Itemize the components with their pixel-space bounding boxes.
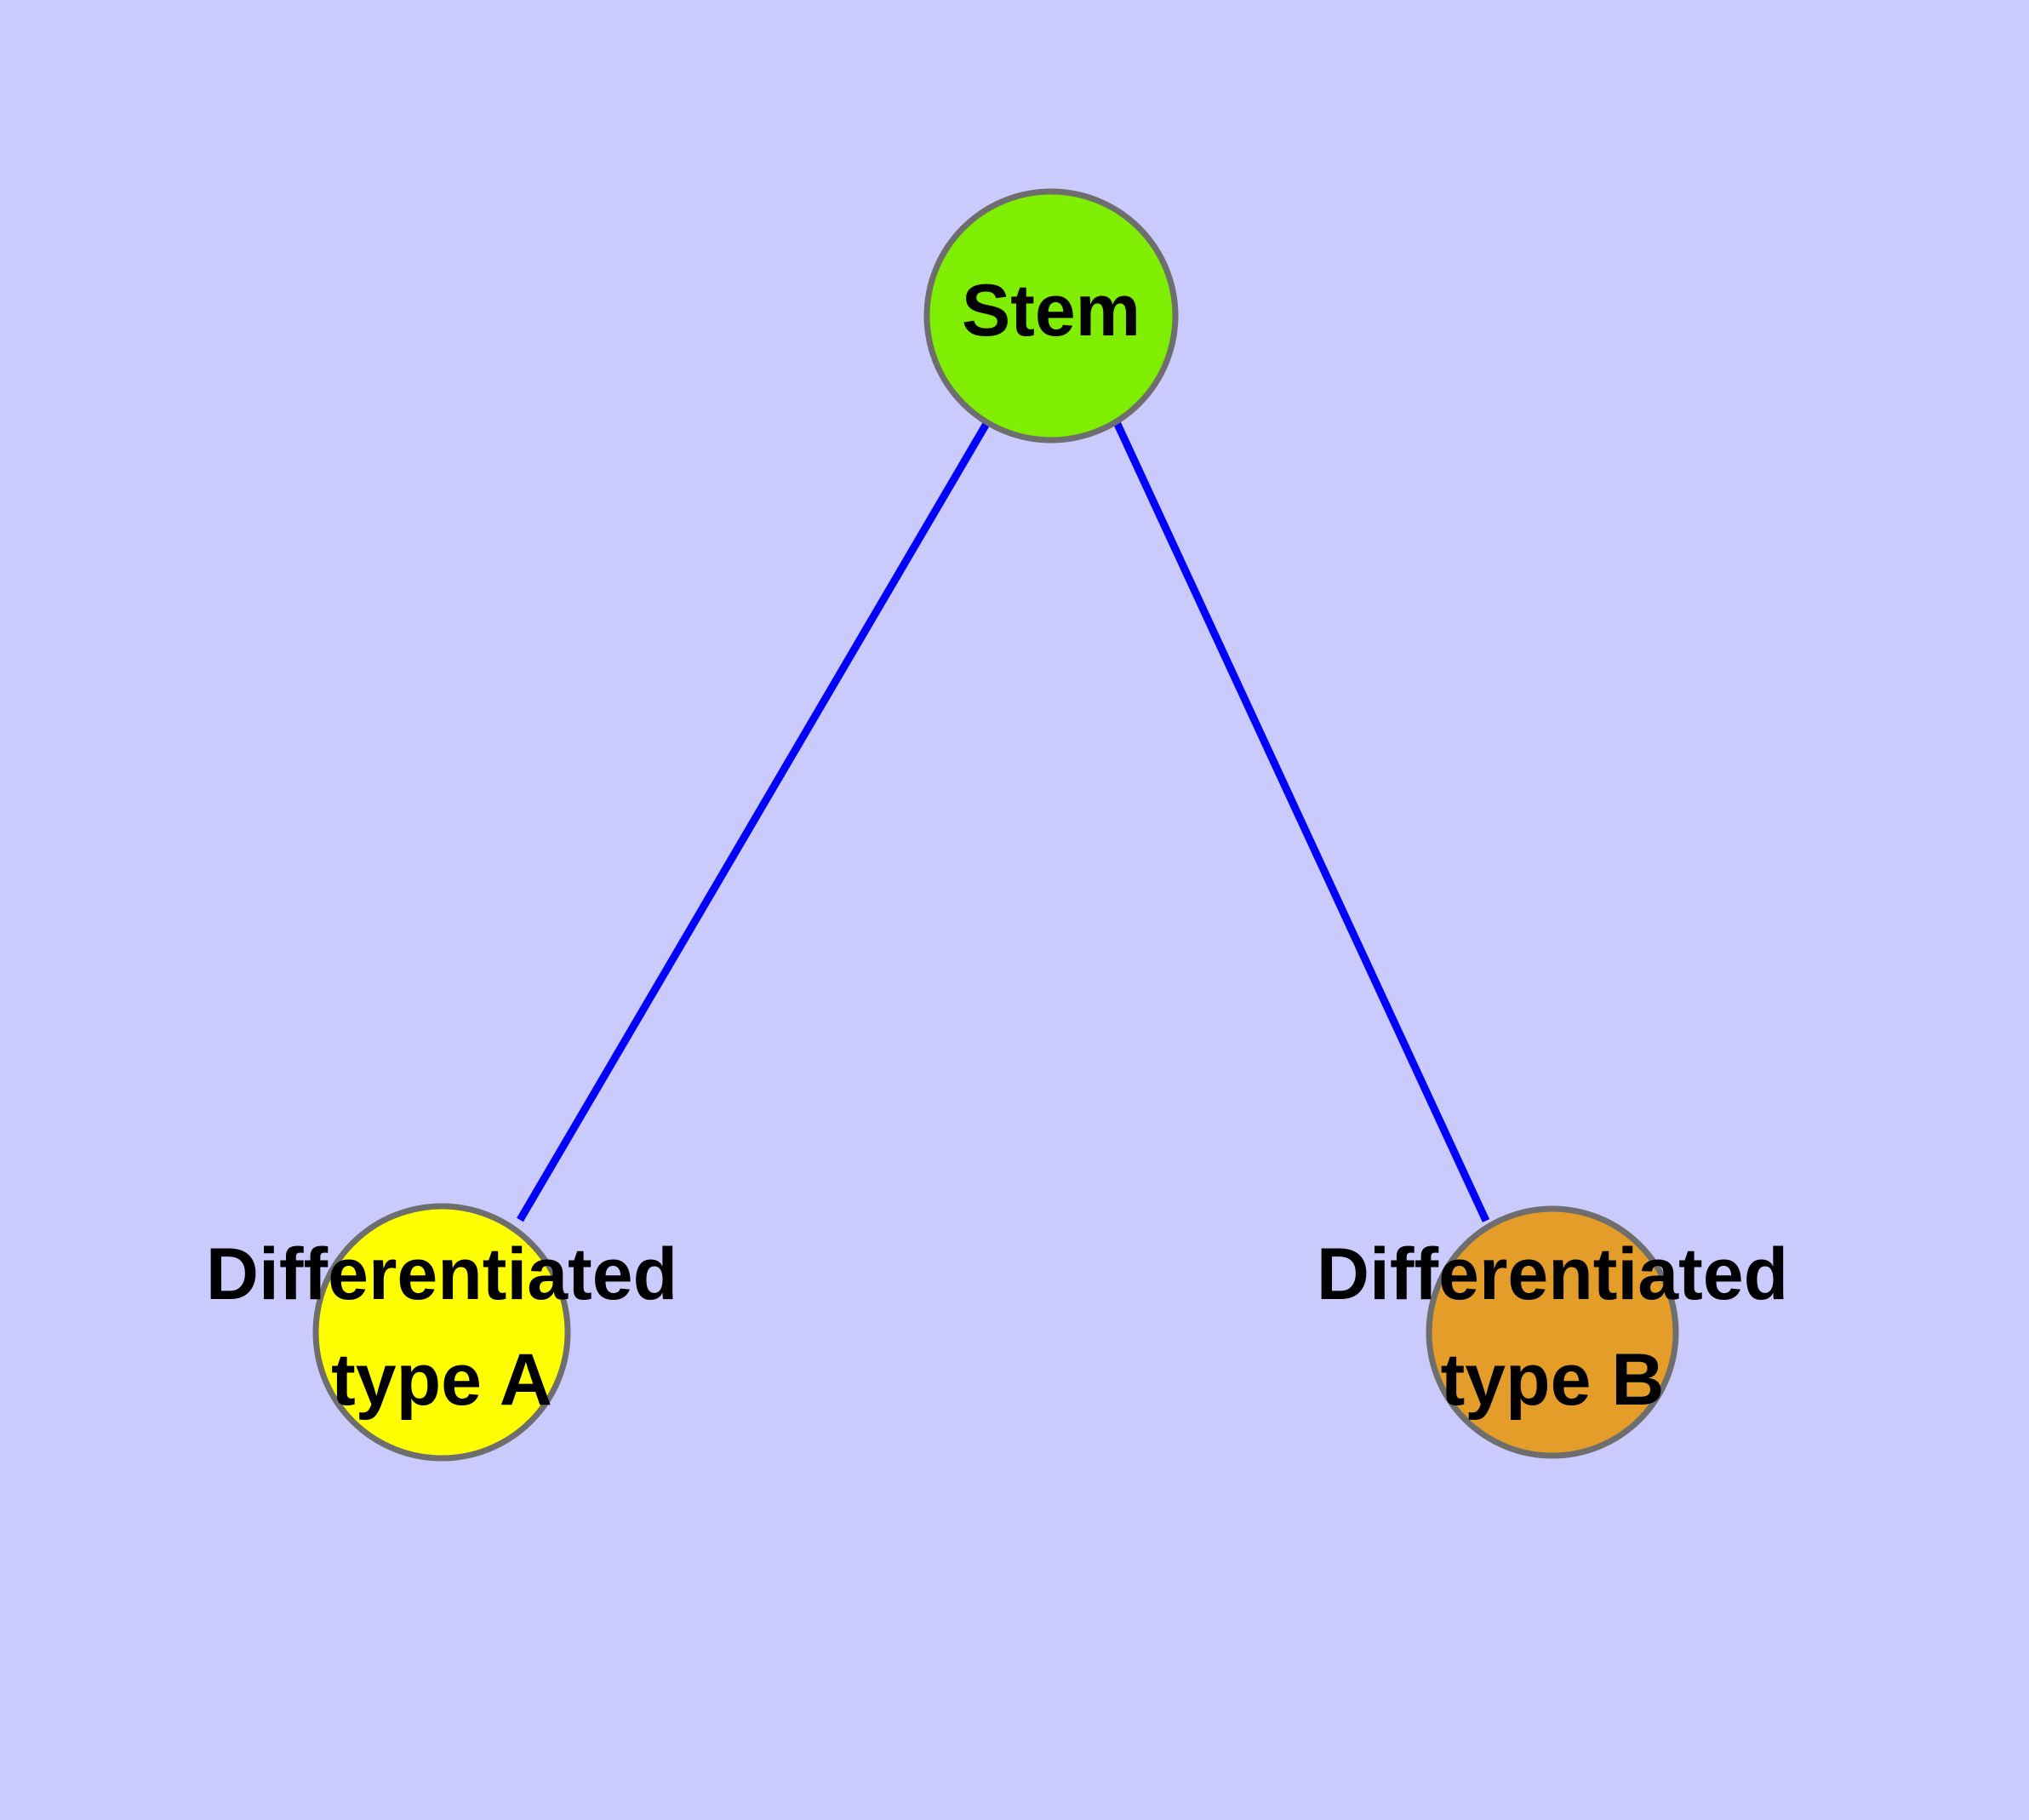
node-circle-stem[interactable]: [923, 188, 1179, 444]
node-label-diff_b: Differentiated type B: [1317, 1233, 1788, 1421]
node-label-line: type A: [331, 1339, 552, 1421]
edges-layer: [517, 420, 1490, 1222]
node-label-line: Differentiated: [206, 1233, 677, 1315]
node-stem[interactable]: Stem: [923, 188, 1179, 444]
node-label-stem: Stem: [962, 270, 1140, 352]
node-circle-diff_a[interactable]: [312, 1203, 571, 1462]
edge-stem-to-diff-a: [517, 420, 991, 1222]
edge-stem-to-diff-b: [1112, 421, 1490, 1222]
node-label-line: Differentiated: [1317, 1233, 1788, 1315]
node-circle-diff_b[interactable]: [1426, 1205, 1679, 1459]
node-label-line: Stem: [962, 270, 1140, 352]
node-diff_a[interactable]: Differentiated type A: [206, 1203, 677, 1462]
node-diff_b[interactable]: Differentiated type B: [1317, 1205, 1788, 1459]
node-label-line: type B: [1441, 1339, 1665, 1421]
node-label-diff_a: Differentiated type A: [206, 1233, 677, 1421]
